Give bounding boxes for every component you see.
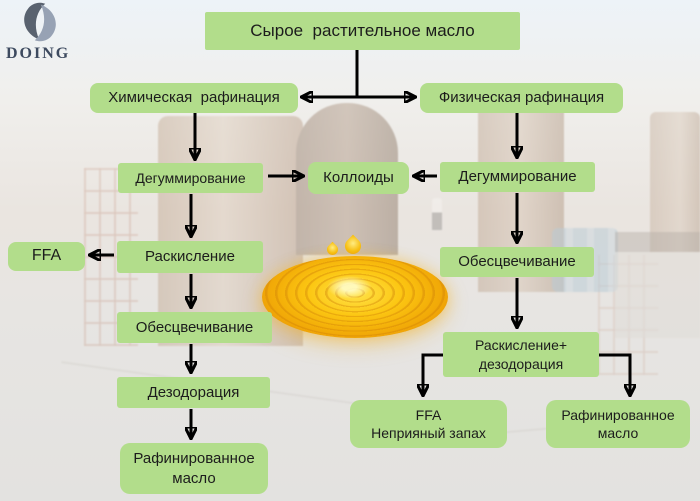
doing-logo-icon — [24, 2, 56, 42]
worker-figure-image — [432, 198, 442, 230]
node-bleaching-left: Обесцвечивание — [117, 312, 272, 343]
node-degumming-right: Дегуммирование — [440, 162, 595, 192]
node-deodorization: Дезодорация — [117, 377, 270, 408]
node-deacidification-deodorization: Раскисление+ дезодорация — [443, 332, 599, 377]
node-crude-vegetable-oil: Сырое растительное масло — [205, 12, 520, 50]
node-ffa: FFA — [8, 242, 85, 271]
storage-tank-image — [650, 112, 700, 252]
node-refined-oil-right: Рафинированное масло — [546, 400, 690, 448]
node-ffa-unpleasant-smell: FFA Неприяный запах — [350, 400, 507, 448]
node-physical-refining: Физическая рафинация — [420, 83, 623, 113]
node-refined-oil-left: Рафинированное масло — [120, 443, 268, 494]
arrow-deacid-deodor-to-ffa-smell — [423, 353, 443, 396]
node-degumming-left: Дегуммирование — [118, 163, 263, 193]
node-deacidification: Раскисление — [117, 241, 263, 273]
oil-splash-image — [262, 256, 448, 338]
node-colloids: Коллоиды — [308, 162, 409, 194]
building-roof-image — [615, 232, 700, 252]
node-bleaching-right: Обесцвечивание — [440, 247, 594, 277]
doing-logo: DOING — [6, 2, 86, 63]
doing-logo-text: DOING — [6, 45, 71, 62]
arrow-deacid-deodor-to-refined-right — [598, 353, 630, 396]
building-wall-image — [615, 252, 700, 338]
node-chemical-refining: Химическая рафинация — [90, 83, 298, 113]
